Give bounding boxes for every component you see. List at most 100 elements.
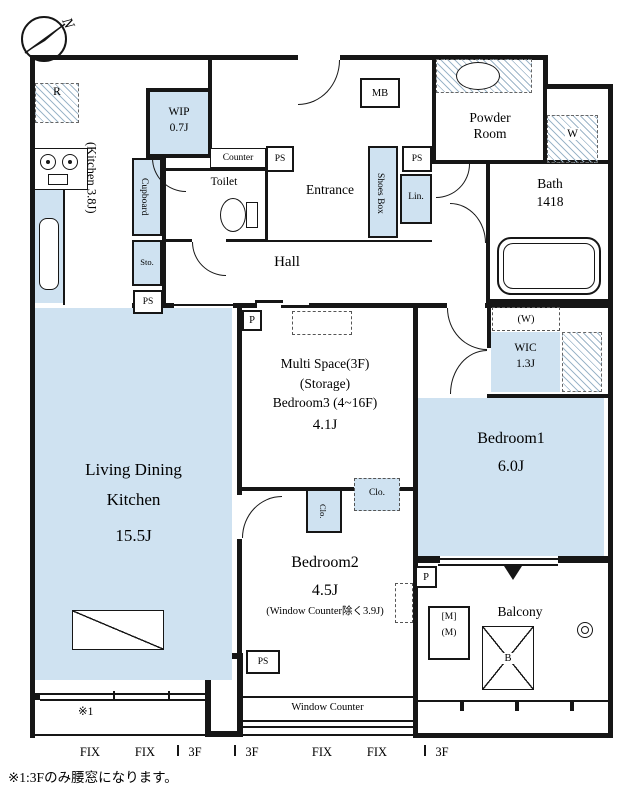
wall-segment	[208, 60, 212, 158]
refrigerator-space	[35, 83, 79, 123]
wip-floor	[150, 92, 208, 154]
shoes-box-label: Shoes Box	[374, 172, 385, 214]
window-line	[438, 558, 558, 560]
balcony-post	[460, 702, 464, 711]
outdoor-unit: B	[482, 626, 534, 690]
hall-line	[268, 240, 432, 242]
wall-segment	[340, 55, 548, 60]
wall-segment	[487, 303, 491, 348]
window-tick	[113, 691, 115, 701]
powder-door-arc	[436, 164, 470, 198]
closet2-box	[354, 478, 400, 511]
meter-paren-label: (M)	[441, 628, 457, 638]
note-ref-label: ※1	[78, 706, 94, 718]
ps-box: PS	[402, 146, 432, 172]
counter-edge	[63, 190, 65, 305]
wic-label: WIC	[514, 342, 537, 354]
wall-segment	[413, 556, 440, 563]
window-type-tick	[424, 745, 426, 756]
hall-label: Hall	[274, 254, 300, 270]
window-line	[242, 696, 415, 698]
window-line	[40, 699, 205, 701]
storage-box	[132, 240, 162, 286]
cupboard-label: Cupboard	[138, 178, 149, 216]
counter-box: Counter	[210, 148, 266, 168]
ps-label: PS	[411, 154, 423, 164]
toilet-door-arc	[192, 242, 226, 276]
window-type-label: FIX	[79, 745, 101, 759]
window-type-label: FIX	[311, 745, 333, 759]
closet1-box	[306, 489, 342, 533]
wic-door-arc	[450, 350, 487, 394]
window-type-label: 3F	[245, 745, 259, 759]
wall-segment	[30, 55, 35, 738]
window-type-label: 3F	[188, 745, 202, 759]
kitchen-label: (Kitchen 3.8J)	[84, 142, 99, 214]
counter-label: Counter	[222, 153, 254, 163]
bedroom2-label: Bedroom2	[291, 554, 359, 571]
meter-box-label: MB	[371, 87, 389, 99]
storage-label: Sto.	[140, 257, 154, 267]
balcony-post	[515, 702, 519, 711]
bathtub-inner	[503, 243, 595, 289]
window-type-tick	[234, 745, 236, 756]
bedroom2-dashed	[395, 583, 413, 623]
ldk-label-line1: Living Dining	[85, 460, 182, 479]
ps-box: PS	[266, 146, 294, 172]
wall-segment	[162, 239, 192, 242]
washer-position: (W)	[492, 307, 560, 331]
window-type-label: FIX	[134, 745, 156, 759]
window-tick	[168, 691, 170, 701]
toilet-tank	[246, 202, 258, 228]
linen-box	[400, 174, 432, 224]
wip-label: WIP	[168, 106, 190, 118]
closet2-label: Clo.	[368, 488, 386, 498]
wall-segment	[162, 168, 268, 171]
multi-space-size: 4.1J	[312, 417, 338, 433]
balcony-meter-box	[428, 606, 470, 660]
wic-shelf	[562, 332, 602, 392]
wall-segment	[226, 239, 268, 242]
window-line	[242, 726, 413, 728]
wall-segment	[237, 303, 242, 495]
grill	[48, 174, 68, 185]
bedroom1-door-arc	[447, 308, 487, 350]
washer-letter: W	[565, 128, 580, 140]
multi-space-line3: Bedroom3 (4~16F)	[272, 395, 378, 410]
entrance-door-arc	[298, 60, 340, 105]
wall-segment	[265, 168, 268, 242]
window-type-label: 3F	[435, 745, 449, 759]
window-counter-label: Window Counter	[291, 702, 364, 713]
ps-box: PS	[133, 290, 163, 314]
burner-dot	[46, 160, 50, 164]
wall-segment	[162, 158, 166, 305]
window-line	[40, 693, 205, 695]
toilet-label: Toilet	[210, 176, 238, 188]
wall-segment	[432, 55, 436, 164]
balcony-post	[570, 702, 574, 711]
washer-label: W	[547, 128, 598, 141]
shoes-box	[368, 146, 398, 238]
wall-segment	[233, 303, 257, 308]
powder-room-label: Powder Room	[469, 110, 511, 141]
washer-position-label: (W)	[517, 313, 535, 325]
ps-label: PS	[274, 154, 286, 164]
wall-segment	[30, 55, 298, 60]
bedroom2-size-label: 4.5J	[311, 582, 339, 599]
pipe-box: P	[415, 566, 437, 588]
ps-box: PS	[246, 650, 280, 674]
storage-dashed	[292, 311, 352, 335]
furniture	[72, 610, 164, 650]
wall-segment	[309, 303, 417, 308]
sliding-door	[281, 305, 309, 308]
window-type-label: FIX	[366, 745, 388, 759]
wall-segment	[30, 693, 40, 700]
pipe-box: P	[242, 310, 262, 331]
bedroom2-note-label: (Window Counter除く3.9J)	[266, 606, 384, 617]
wall-segment	[432, 160, 613, 164]
footnote: ※1:3Fのみ腰窓になります。	[8, 770, 178, 785]
wall-segment	[417, 303, 447, 308]
window-line	[438, 564, 558, 566]
wall-segment	[146, 154, 212, 158]
